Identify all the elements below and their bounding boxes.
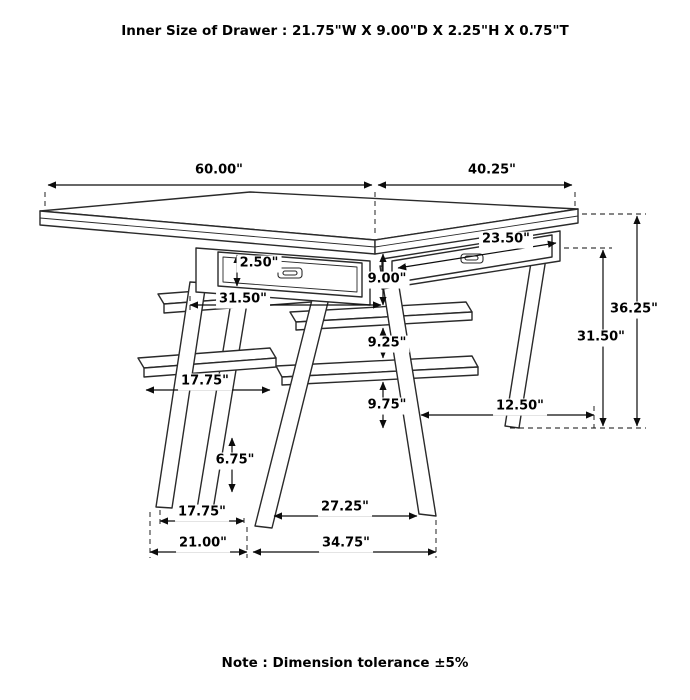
dim-label-base-span: 34.75"	[319, 535, 373, 553]
upper-stretcher-shelf	[289, 301, 473, 331]
tolerance-note: Note : Dimension tolerance ±5%	[221, 655, 469, 671]
dim-label-back-leg-offset: 12.50"	[493, 398, 547, 416]
dim-label-right-drawer-width: 23.50"	[479, 231, 533, 249]
dim-label-left-apron-width: 31.50"	[216, 291, 270, 309]
outer-left-leg	[155, 281, 207, 509]
drawer-inner-size-note: Inner Size of Drawer : 21.75"W X 9.00"D …	[121, 23, 569, 39]
table-structure	[39, 191, 579, 529]
inner-left-leg	[195, 283, 251, 517]
dim-label-left-drawer-height: 2.50"	[236, 255, 282, 273]
dim-label-stretcher-gap: 9.25"	[364, 335, 410, 353]
dim-label-top-length: 60.00"	[192, 162, 246, 180]
tabletop	[39, 191, 579, 255]
dim-label-underside-height: 31.50"	[574, 329, 628, 347]
dim-label-left-base-width: 21.00"	[176, 535, 230, 553]
dim-label-top-depth: 40.25"	[465, 162, 519, 180]
dim-label-lower-shelf-length: 17.75"	[178, 373, 232, 391]
dim-label-front-leg-span: 27.25"	[318, 499, 372, 517]
dim-label-shelf-to-floor: 6.75"	[212, 452, 258, 470]
dim-label-apron-to-upper-stretcher: 9.00"	[364, 271, 410, 289]
dim-label-overall-height: 36.25"	[607, 301, 661, 319]
dim-label-left-leg-span: 17.75"	[175, 504, 229, 522]
dim-label-stretcher-to-floor: 9.75"	[364, 397, 410, 415]
